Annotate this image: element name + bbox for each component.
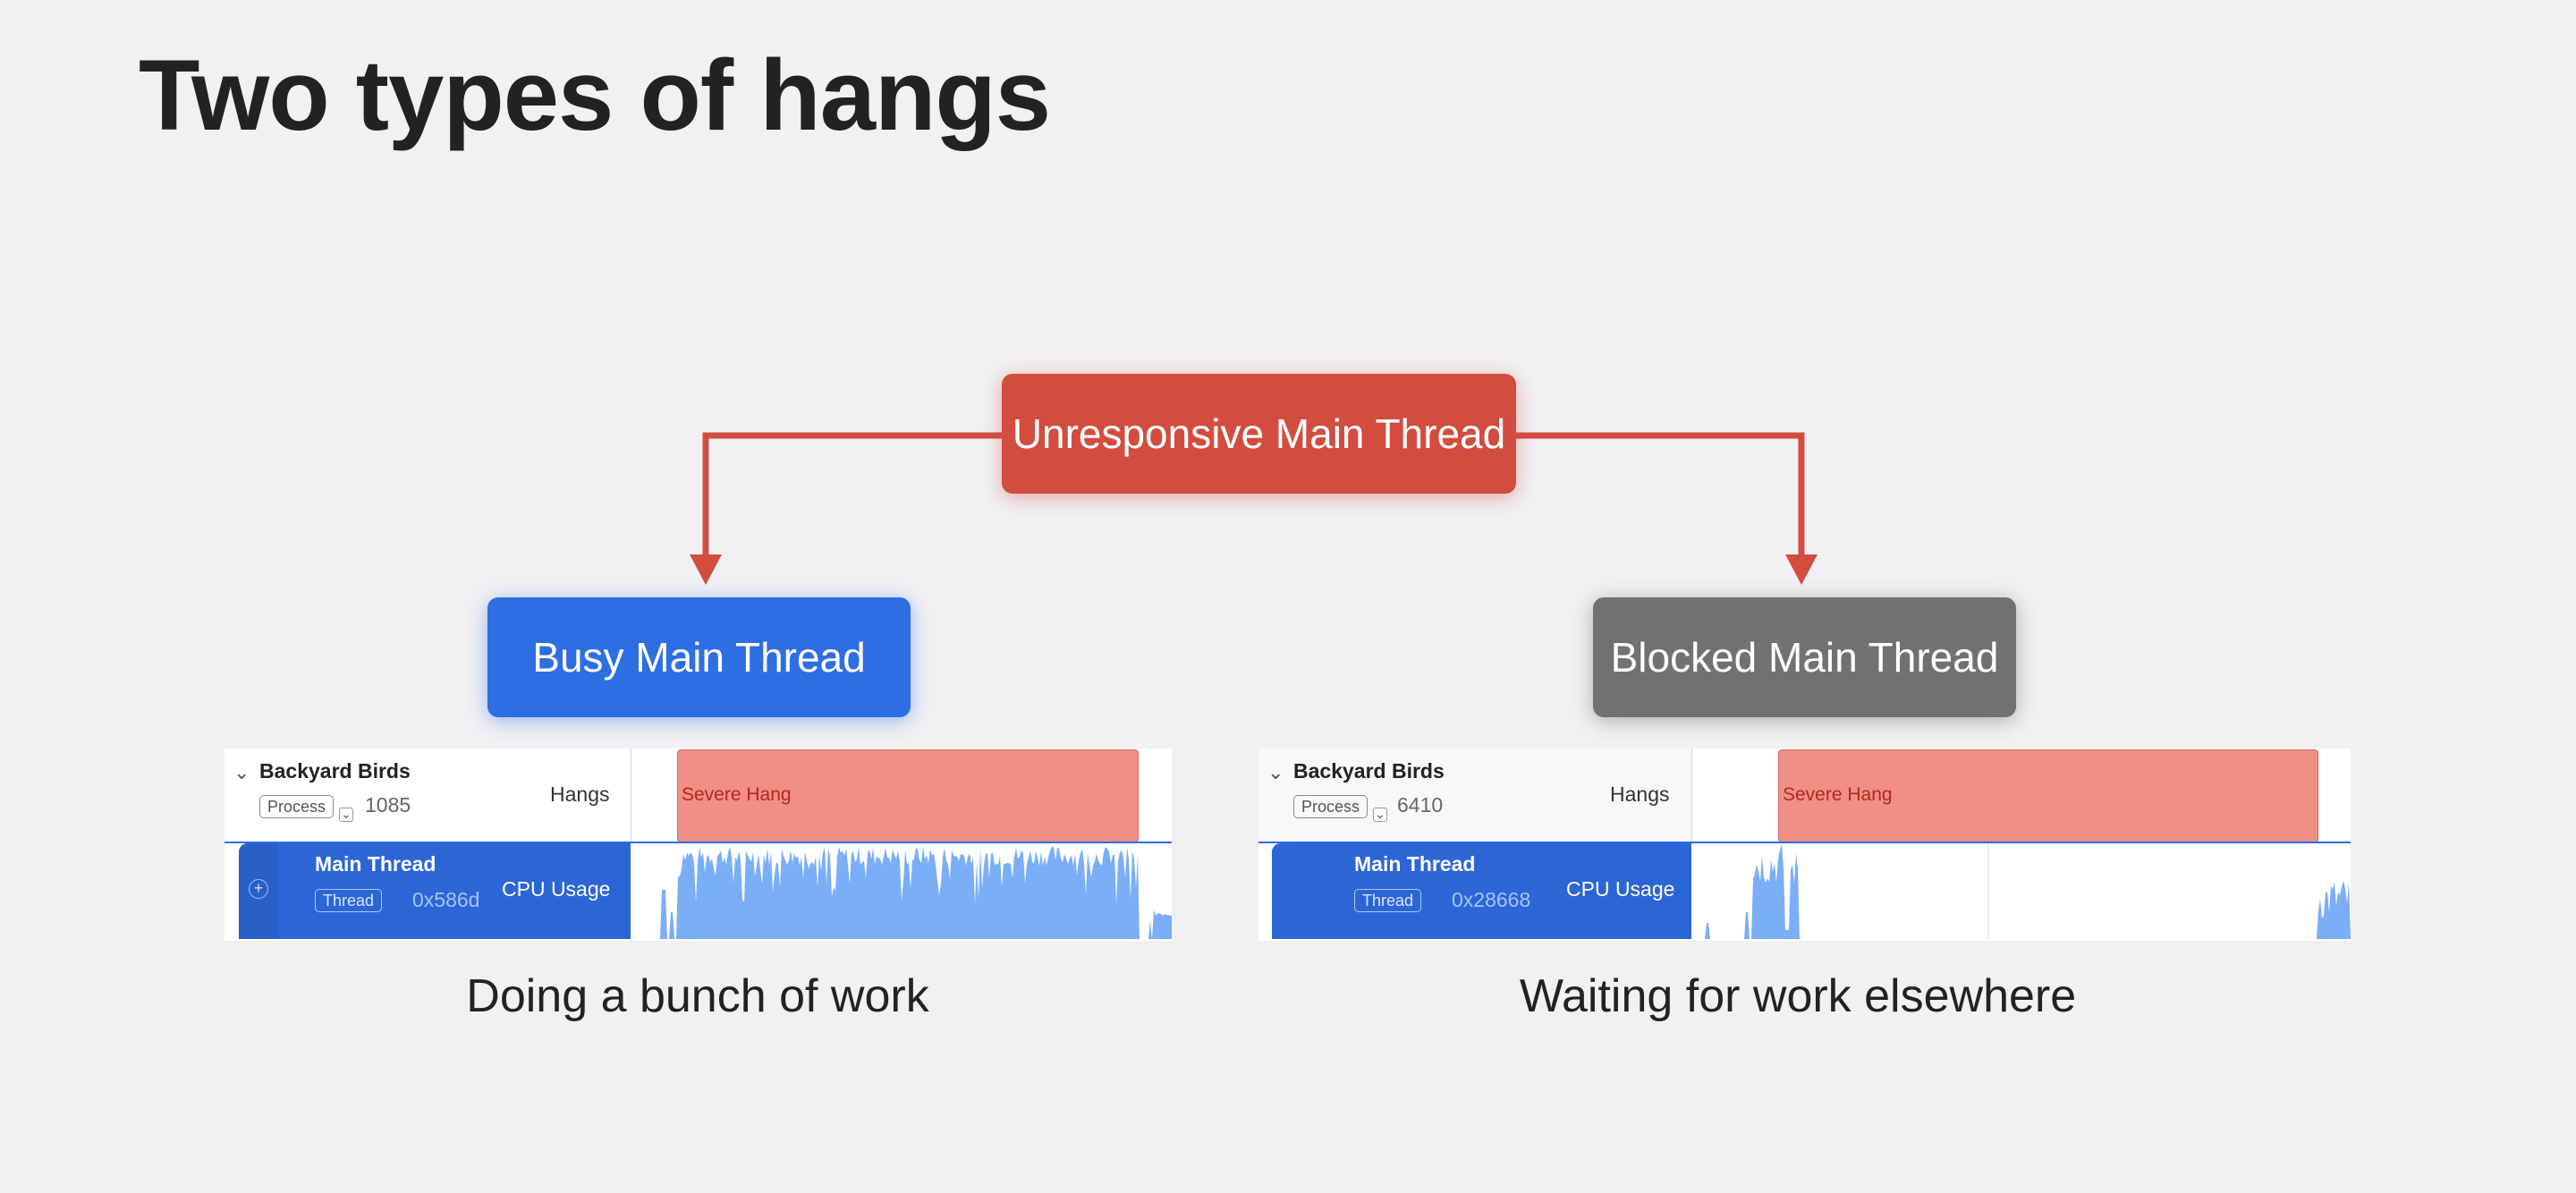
process-id: 6410 (1397, 793, 1444, 816)
chevron-down-icon[interactable]: ⌄ (233, 761, 250, 783)
tag-dropdown-icon[interactable]: ⌄ (339, 808, 353, 822)
hangs-label: Hangs (550, 783, 610, 806)
severe-hang-bar[interactable]: Severe Hang (1778, 749, 2318, 842)
cpu-usage-fill (631, 846, 1172, 939)
tag-dropdown-icon[interactable]: ⌄ (1373, 808, 1387, 822)
cpu-usage-waveform (1692, 843, 2351, 939)
instruments-panel-busy: ⌄ Backyard Birds Process ⌄ 1085 Hangs Se… (225, 749, 1172, 941)
cpu-usage-graph (631, 843, 1172, 939)
instruments-panel-blocked: ⌄ Backyard Birds Process ⌄ 6410 Hangs Se… (1258, 749, 2351, 941)
process-id: 1085 (365, 793, 411, 816)
thread-header[interactable]: + Main Thread Thread 0x586d CPU Usage (239, 843, 631, 939)
thread-id: 0x28668 (1452, 888, 1531, 911)
process-name: Backyard Birds (259, 759, 411, 783)
cpu-usage-waveform (631, 846, 1172, 939)
connector-to-busy (702, 432, 1002, 560)
cpu-usage-label: CPU Usage (502, 877, 611, 901)
process-name: Backyard Birds (1293, 759, 1445, 783)
cpu-usage-graph (1692, 843, 2351, 939)
caption-busy: Doing a bunch of work (466, 970, 929, 1022)
connector-to-blocked (1516, 432, 1805, 560)
cpu-usage-fill (1692, 844, 2351, 939)
thread-header[interactable]: Main Thread Thread 0x28668 CPU Usage (1272, 843, 1691, 939)
unresponsive-main-thread-node: Unresponsive Main Thread (1002, 374, 1516, 494)
arrowhead-busy (690, 554, 722, 585)
hangs-track: ⌄ Backyard Birds Process ⌄ 1085 Hangs Se… (225, 749, 1172, 842)
cpu-track: + Main Thread Thread 0x586d CPU Usage (225, 842, 1172, 941)
busy-main-thread-node: Busy Main Thread (487, 597, 911, 717)
cpu-track: Main Thread Thread 0x28668 CPU Usage (1258, 842, 2351, 941)
thread-name: Main Thread (315, 852, 436, 876)
thread-tag[interactable]: Thread (1354, 889, 1422, 912)
thread-name: Main Thread (1354, 852, 1476, 876)
process-tag[interactable]: Process (259, 795, 335, 818)
cpu-usage-label: CPU Usage (1566, 877, 1675, 901)
hangs-track: ⌄ Backyard Birds Process ⌄ 6410 Hangs Se… (1258, 749, 2351, 842)
thread-tag[interactable]: Thread (315, 889, 383, 912)
chevron-down-icon[interactable]: ⌄ (1267, 761, 1284, 783)
thread-row-stripe (1272, 843, 1311, 939)
blocked-main-thread-node: Blocked Main Thread (1593, 597, 2016, 717)
severe-hang-label: Severe Hang (1783, 784, 1893, 805)
arrowhead-blocked (1785, 554, 1818, 585)
severe-hang-bar[interactable]: Severe Hang (677, 749, 1139, 842)
plus-circle-icon[interactable]: + (249, 879, 268, 899)
thread-row-stripe: + (239, 843, 278, 939)
page-title: Two types of hangs (139, 39, 1051, 151)
process-tag[interactable]: Process (1293, 795, 1368, 818)
hangs-label: Hangs (1610, 783, 1670, 806)
thread-id: 0x586d (412, 888, 480, 911)
process-header: ⌄ Backyard Birds Process ⌄ 6410 Hangs (1258, 749, 1692, 842)
process-header: ⌄ Backyard Birds Process ⌄ 1085 Hangs (225, 749, 631, 842)
severe-hang-label: Severe Hang (682, 784, 792, 805)
caption-blocked: Waiting for work elsewhere (1519, 970, 2077, 1022)
